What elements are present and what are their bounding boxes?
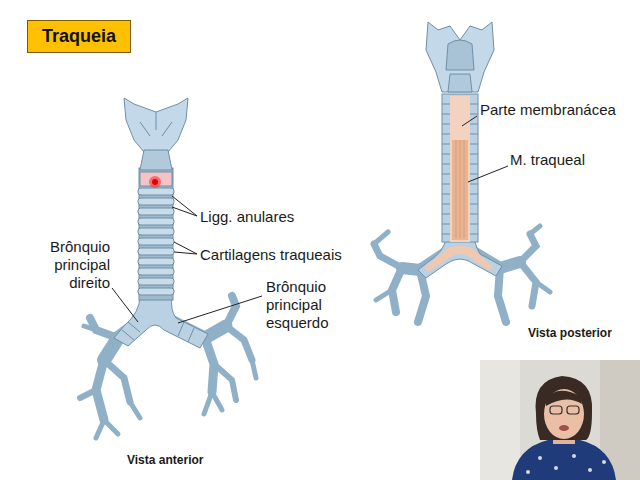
slide-title: Traqueia [42,26,116,47]
view-caption: Vista posterior [528,326,612,340]
part-label: Cartilagens traqueais [200,246,342,264]
view-caption: Vista anterior [127,453,203,467]
part-label: Parte membranácea [480,101,616,119]
leader-lines [462,116,508,182]
part-label: Brônquio principal esquerdo [266,278,348,332]
part-label: Ligg. anulares [200,208,294,226]
part-label: M. traqueal [510,151,585,169]
posterior-trachea [374,22,550,322]
webcam-inset [480,360,640,480]
title-box: Traqueia [27,20,131,53]
part-label: Brônquio principal direito [28,238,110,292]
